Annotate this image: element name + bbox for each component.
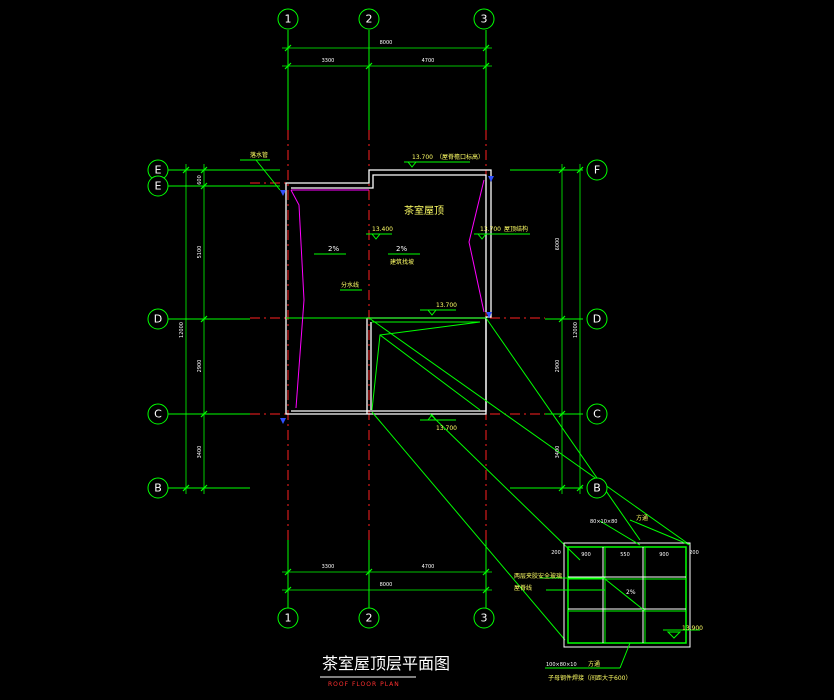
grid-label: 3 (481, 612, 488, 625)
grid-bubble-c-left: C (147, 403, 169, 425)
grid-label: 1 (285, 612, 292, 625)
dim-bottom-total: 8000 (380, 582, 393, 588)
grid-label: 3 (481, 13, 488, 26)
grid-bubble-e2-left: E (147, 175, 169, 197)
dim-bottom-a: 3300 (322, 564, 335, 570)
detail-left-note1: 两层夹胶安全玻璃 (514, 572, 562, 580)
elev-mid: 13.700 (436, 302, 457, 309)
grid-bubble-2-bottom: 2 (358, 607, 380, 629)
slope-a: 2% (328, 245, 339, 253)
downpipe-markers (280, 176, 494, 424)
dim-left-d: 3400 (197, 446, 203, 459)
grid-bubble-e1-left: E (147, 159, 169, 181)
grid-bubble-d-left: D (147, 308, 169, 330)
dim-right-c: 3400 (555, 446, 561, 459)
grid-bubble-1-top: 1 (277, 8, 299, 30)
dim-top-b: 4700 (422, 58, 435, 64)
detail-side-right: 200 (689, 550, 699, 556)
dim-top-total: 8000 (380, 40, 393, 46)
dim-left-total: 12000 (179, 322, 185, 338)
roof-name-label: 茶室屋顶 (404, 204, 444, 217)
grid-label: 1 (285, 13, 292, 26)
drawing-title: 茶室屋顶层平面图 (322, 654, 450, 673)
grid-label: 2 (366, 612, 373, 625)
grid-bubble-2-top: 2 (358, 8, 380, 30)
dim-right-b: 2900 (555, 360, 561, 373)
grid-bubble-3-top: 3 (473, 8, 495, 30)
dim-bottom-b: 4700 (422, 564, 435, 570)
grid-label: D (593, 313, 601, 326)
detail-col-b: 550 (620, 552, 630, 558)
axis-lines (250, 130, 545, 540)
grid-bubble-c-right: C (586, 403, 608, 425)
slope-note: 建筑找坡 (390, 258, 414, 266)
detail-left-note2: 屋脊线 (514, 584, 532, 592)
drawing-subtitle: ROOF FLOOR PLAN (328, 681, 400, 688)
detail-center: 2% (626, 589, 636, 596)
elev-top: 13.700 (412, 154, 433, 161)
detail-top-note: 方通 (636, 514, 648, 522)
dim-left-b: 5100 (197, 246, 203, 259)
dim-right-a: 6000 (555, 238, 561, 251)
grid-bubble-b-left: B (147, 477, 169, 499)
grid-leaders (168, 30, 583, 608)
grid-label: E (155, 164, 162, 177)
grid-label: B (593, 482, 601, 495)
grid-label: D (154, 313, 162, 326)
detail-side-left: 200 (551, 550, 561, 556)
dim-left-a: 600 (197, 175, 203, 185)
elevation-markers (314, 161, 530, 421)
grid-bubble-d-right: D (586, 308, 608, 330)
grid-bubble-1-bottom: 1 (277, 607, 299, 629)
roof-outline (285, 169, 492, 415)
grid-bubble-b-right: B (586, 477, 608, 499)
detail-bottom-size: 100×80×10 (546, 662, 577, 668)
detail-col-c: 900 (659, 552, 669, 558)
elev-top-note: （屋脊檐口标高） (436, 153, 484, 161)
detail-bottom-note: 方通 (588, 660, 600, 668)
grid-bubble-3-bottom: 3 (473, 607, 495, 629)
dim-right-total: 12000 (573, 322, 579, 338)
dim-top-a: 3300 (322, 58, 335, 64)
grid-label: 2 (366, 13, 373, 26)
ridge-lines (290, 179, 485, 409)
elev-right: 13.700 (480, 226, 501, 233)
detail-elev: 13.900 (682, 625, 703, 632)
detail-top-size: 80×10×80 (590, 519, 617, 525)
grid-label: C (154, 408, 162, 421)
grid-label: E (155, 180, 162, 193)
downpipe-label: 落水管 (250, 151, 268, 159)
elev-left: 13.400 (372, 226, 393, 233)
dimension-lines (182, 44, 584, 594)
grid-label: C (593, 408, 601, 421)
grid-bubble-f-right: F (586, 159, 608, 181)
grid-label: F (594, 164, 600, 177)
grid-label: B (154, 482, 162, 495)
right-note: 屋顶结构 (504, 225, 528, 233)
glass-roof-lines (368, 317, 691, 641)
detail-bottom-note2: 子母钢件焊接（间距大于600） (548, 674, 631, 682)
detail-col-a: 900 (581, 552, 591, 558)
dim-left-c: 2900 (197, 360, 203, 373)
elev-bottom: 13.700 (436, 425, 457, 432)
divide-label: 分水线 (341, 281, 359, 289)
glass-panel-detail (540, 519, 700, 669)
slope-b: 2% (396, 245, 407, 253)
